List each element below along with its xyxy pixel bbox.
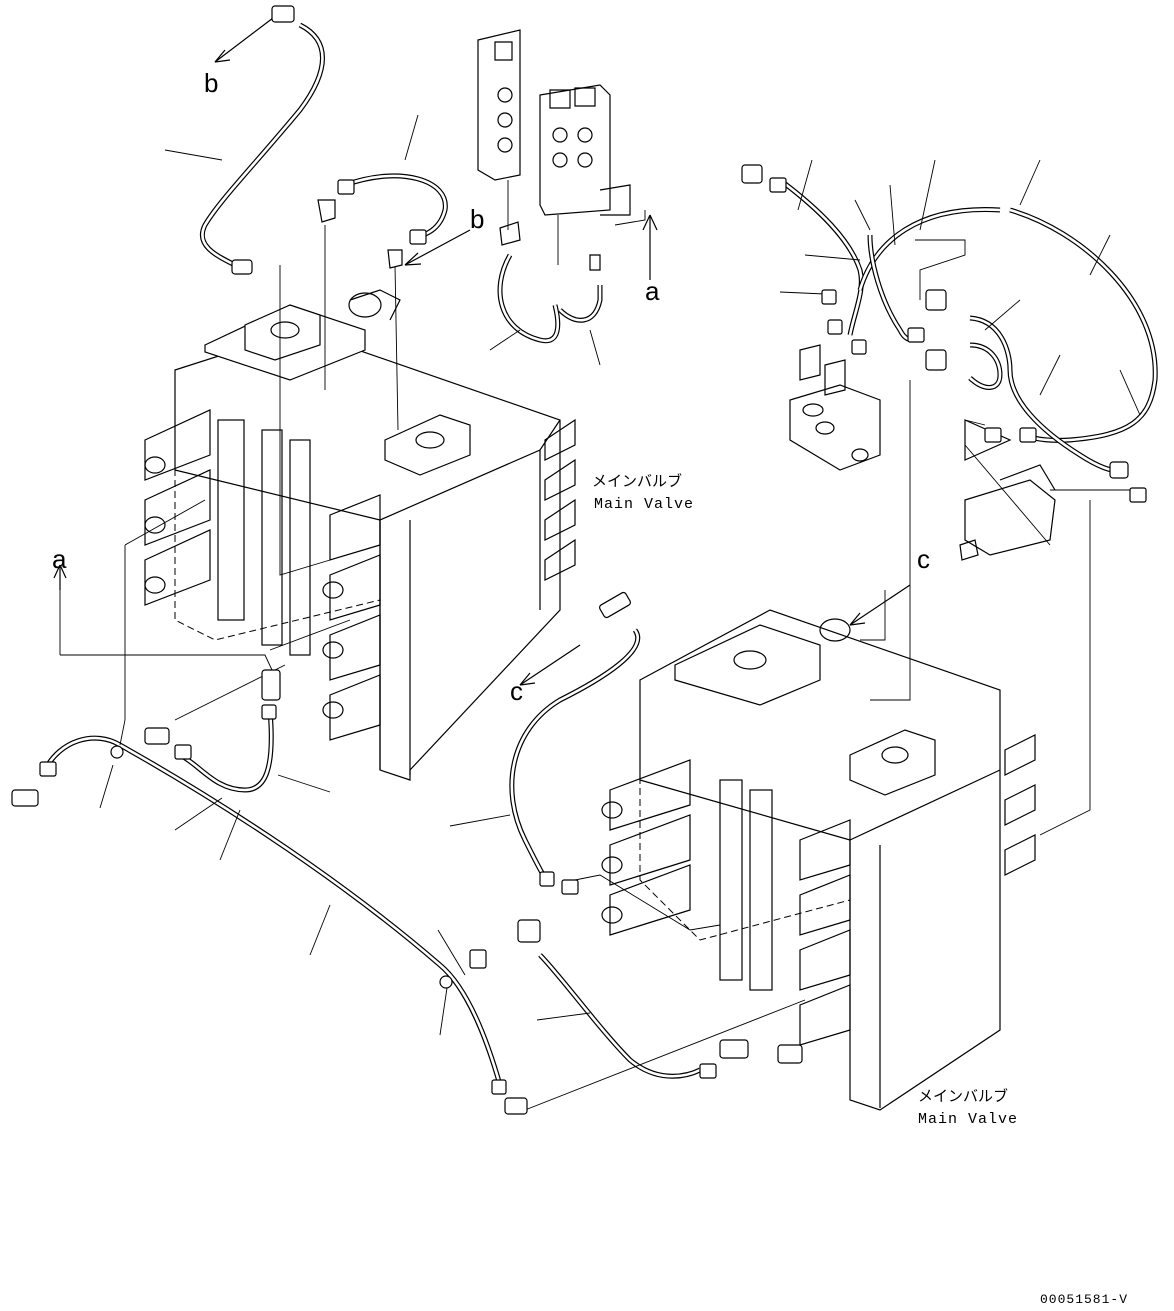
right-valve-caption-en: Main Valve xyxy=(918,1111,1018,1128)
pilot-lines xyxy=(59,210,1130,1111)
leader-lines xyxy=(99,114,1141,1036)
label-b-center: b xyxy=(470,204,484,234)
label-c-center: c xyxy=(510,676,523,706)
solenoid-valve-block xyxy=(477,29,631,271)
left-valve-spools-left xyxy=(144,409,311,656)
right-valve-caption-jp: メインバルブ xyxy=(918,1087,1008,1105)
label-c-right: c xyxy=(917,544,930,574)
hoses xyxy=(42,22,1158,1086)
fittings xyxy=(11,5,1147,1115)
drawing-number: 00051581-V xyxy=(1040,1292,1128,1307)
label-b-top-left: b xyxy=(204,68,218,98)
right-main-valve: メインバルブ Main Valve xyxy=(601,609,1036,1128)
direction-arrows xyxy=(53,17,911,686)
left-valve-caption-jp: メインバルブ xyxy=(592,472,682,490)
left-main-valve: メインバルブ Main Valve xyxy=(144,289,694,781)
label-a-top: a xyxy=(645,276,660,306)
pilot-block xyxy=(789,344,881,471)
right-valve-spools xyxy=(601,734,1036,1046)
label-a-left: a xyxy=(52,544,67,574)
left-valve-caption-en: Main Valve xyxy=(594,496,694,513)
left-valve-spools-right xyxy=(322,418,576,741)
